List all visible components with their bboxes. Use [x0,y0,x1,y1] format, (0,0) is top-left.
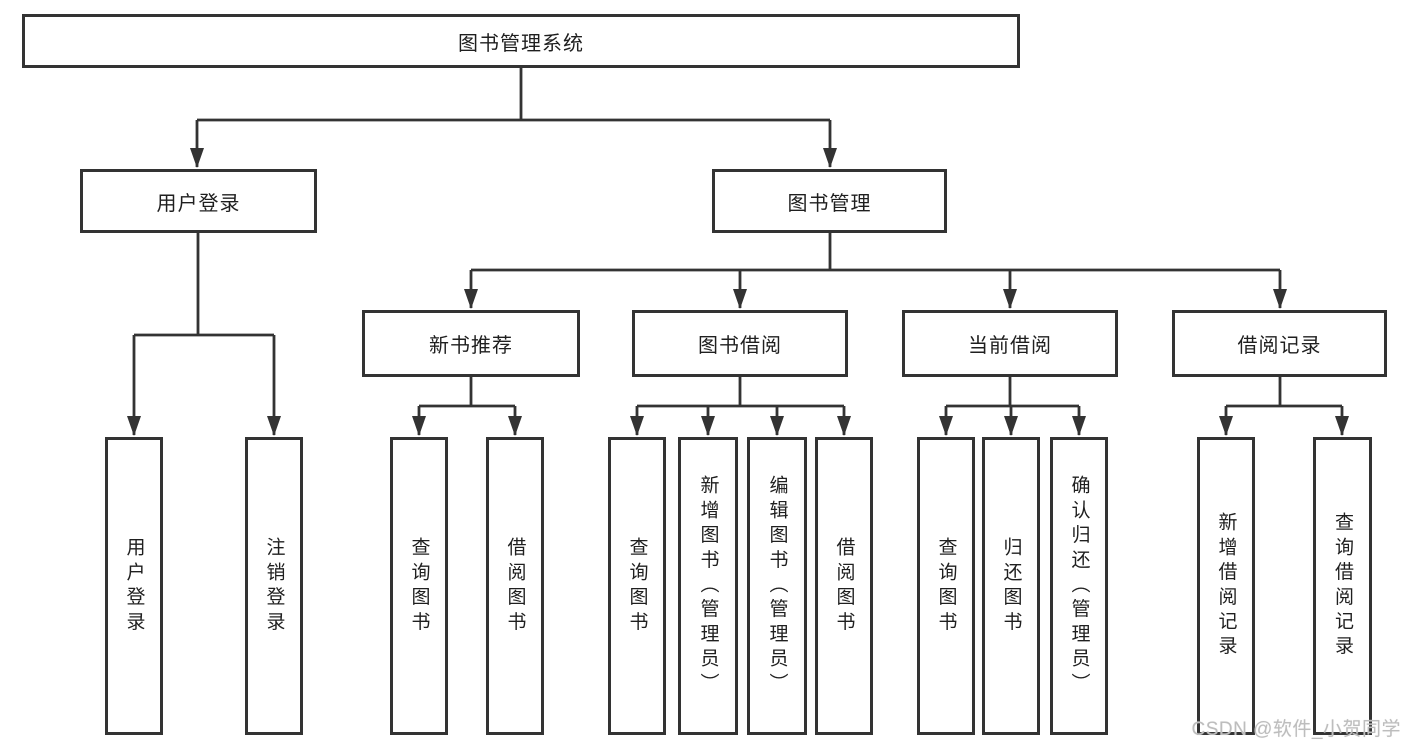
leaf-bb-edit-books-admin: 编辑图书（管理员） [747,437,807,735]
leaf-nb-borrow-books: 借阅图书 [486,437,544,735]
leaf-bb-edit-books-admin-label: 编辑图书（管理员） [766,474,788,698]
leaf-br-add-record: 新增借阅记录 [1197,437,1255,735]
leaf-bb-query-books-label: 查询图书 [626,536,648,636]
leaf-cb-confirm-return-admin: 确认归还（管理员） [1050,437,1108,735]
node-book-management: 图书管理 [712,169,947,233]
node-new-book-recommend: 新书推荐 [362,310,580,377]
leaf-cb-return-books: 归还图书 [982,437,1040,735]
leaf-cb-confirm-return-admin-label: 确认归还（管理员） [1068,474,1090,698]
leaf-logout: 注销登录 [245,437,303,735]
leaf-nb-query-books-label: 查询图书 [408,536,430,636]
node-user-login: 用户登录 [80,169,317,233]
node-borrowing-records: 借阅记录 [1172,310,1387,377]
node-book-management-label: 图书管理 [787,192,872,215]
leaf-user-login: 用户登录 [105,437,163,735]
csdn-watermark: CSDN @软件_小贺同学 [1191,719,1401,740]
leaf-br-add-record-label: 新增借阅记录 [1215,511,1237,661]
node-system-root: 图书管理系统 [22,14,1020,68]
node-current-borrowing-label: 当前借阅 [968,335,1052,357]
leaf-bb-add-books-admin: 新增图书（管理员） [678,437,738,735]
node-book-borrowing-label: 图书借阅 [698,335,782,357]
leaf-nb-query-books: 查询图书 [390,437,448,735]
leaf-cb-query-books: 查询图书 [917,437,975,735]
node-book-borrowing: 图书借阅 [632,310,848,377]
leaf-cb-query-books-label: 查询图书 [935,536,957,636]
leaf-logout-label: 注销登录 [263,536,285,636]
node-borrowing-records-label: 借阅记录 [1237,335,1322,357]
leaf-bb-add-books-admin-label: 新增图书（管理员） [697,474,719,698]
leaf-bb-borrow-books-label: 借阅图书 [833,536,855,636]
leaf-br-query-record-label: 查询借阅记录 [1332,511,1353,661]
leaf-user-login-label: 用户登录 [123,536,145,636]
leaf-nb-borrow-books-label: 借阅图书 [504,536,526,636]
leaf-br-query-record: 查询借阅记录 [1313,437,1372,735]
node-user-login-label: 用户登录 [156,192,241,215]
node-system-root-label: 图书管理系统 [458,32,584,55]
node-new-book-recommend-label: 新书推荐 [429,335,513,357]
leaf-bb-borrow-books: 借阅图书 [815,437,873,735]
leaf-cb-return-books-label: 归还图书 [1000,536,1022,636]
node-current-borrowing: 当前借阅 [902,310,1118,377]
leaf-bb-query-books: 查询图书 [608,437,666,735]
